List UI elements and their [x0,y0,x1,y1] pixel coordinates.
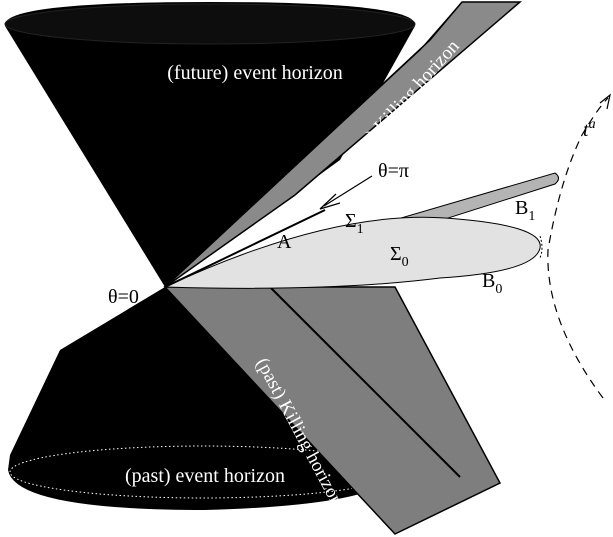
future-event-horizon-label: (future) event horizon [167,62,342,84]
ta-superscript: a [589,117,596,132]
edge-a [164,209,326,288]
b0-label: B0 [482,270,502,297]
sigma1-base: Σ [345,210,357,232]
sigma0-surface [164,216,541,289]
ta-label: ta [583,117,596,141]
theta-pi-arrow-line [323,175,373,207]
point-a-label: A [277,231,292,253]
b0-base: B [482,270,495,292]
past-killing-horizon-ridge [269,286,461,478]
past-event-horizon-label: (past) event horizon [125,465,285,487]
sigma1-label: Σ1 [345,210,364,237]
boundary-b1-marker [554,172,559,185]
future-cone [4,2,416,287]
sigma0-subscript: 0 [402,255,409,270]
b1-subscript: 1 [528,209,535,224]
theta-pi-label: θ=π [378,160,409,182]
future-cone-top-ellipse [4,3,416,45]
future-killing-horizon-side [164,1,463,288]
ta-orbit-path [547,97,609,399]
theta-pi-arrowhead [319,193,341,210]
b0-subscript: 0 [495,282,502,297]
sigma0-label: Σ0 [390,243,409,270]
theta-zero-label: θ=0 [108,286,139,308]
sigma1-subscript: 1 [357,222,364,237]
past-cone [8,287,396,510]
sigma0-base: Σ [390,243,402,265]
b1-base: B [515,197,528,219]
ta-base: t [583,119,589,141]
ta-arrowhead [599,93,611,110]
boundary-b0-marker [539,235,543,259]
b1-label: B1 [515,197,535,224]
